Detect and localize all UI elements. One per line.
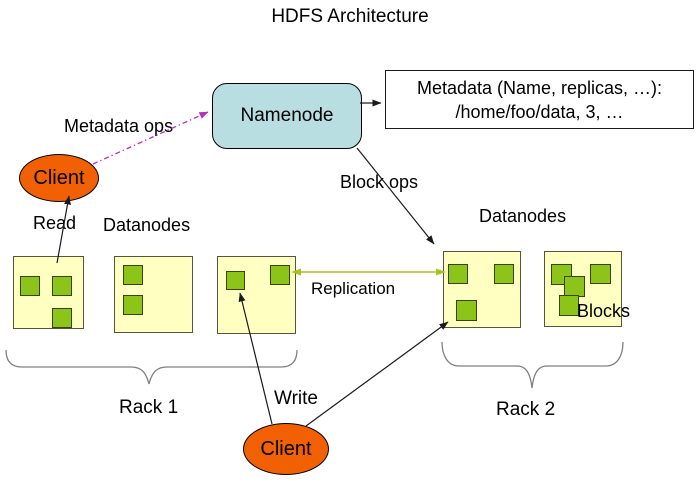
- metadata-box: Metadata (Name, replicas, …): /home/foo/…: [385, 70, 694, 129]
- blocks-label: Blocks: [577, 301, 631, 321]
- datanodes-rack2-label: Datanodes: [479, 206, 567, 226]
- client-write-label: Client: [260, 437, 312, 460]
- datanode-rack1-3: [217, 256, 296, 334]
- block: [52, 308, 72, 328]
- metadata-line2: /home/foo/data, 3, …: [455, 101, 624, 122]
- block: [590, 264, 611, 284]
- rack1-label: Rack 1: [119, 397, 179, 418]
- datanodes-rack1-label: Datanodes: [103, 215, 191, 235]
- client-read-label: Client: [33, 166, 85, 189]
- metadata-line1: Metadata (Name, replicas, …):: [416, 77, 663, 98]
- write-arrow-rack2: [305, 321, 449, 427]
- block: [226, 271, 245, 290]
- block: [448, 264, 468, 284]
- client-write-node: Client: [243, 423, 329, 475]
- datanode-rack1-2: [114, 256, 193, 333]
- read-label: Read: [33, 213, 77, 233]
- namenode-box: Namenode: [212, 83, 362, 149]
- block: [123, 265, 143, 285]
- client-read-node: Client: [19, 154, 99, 202]
- block: [123, 295, 143, 315]
- rack1-brace: [5, 349, 298, 385]
- datanode-rack1-1: [13, 256, 84, 329]
- block: [20, 276, 40, 296]
- replication-label: Replication: [311, 279, 396, 298]
- rack2-label: Rack 2: [496, 399, 556, 420]
- write-label: Write: [274, 388, 318, 409]
- block: [559, 295, 579, 316]
- replication-arrow: [291, 268, 446, 276]
- block: [494, 264, 514, 284]
- block: [456, 300, 477, 321]
- diagram-title: HDFS Architecture: [271, 6, 429, 27]
- block-ops-label: Block ops: [340, 172, 419, 192]
- block: [52, 276, 72, 296]
- namenode-label: Namenode: [240, 105, 334, 126]
- datanode-rack2-1: [443, 251, 521, 328]
- metadata-ops-label: Metadata ops: [64, 116, 174, 136]
- rack2-brace: [441, 341, 624, 389]
- block: [564, 276, 585, 297]
- block: [270, 265, 290, 285]
- datanode-rack2-2: [544, 251, 622, 327]
- block-ops-arrow: [356, 147, 435, 245]
